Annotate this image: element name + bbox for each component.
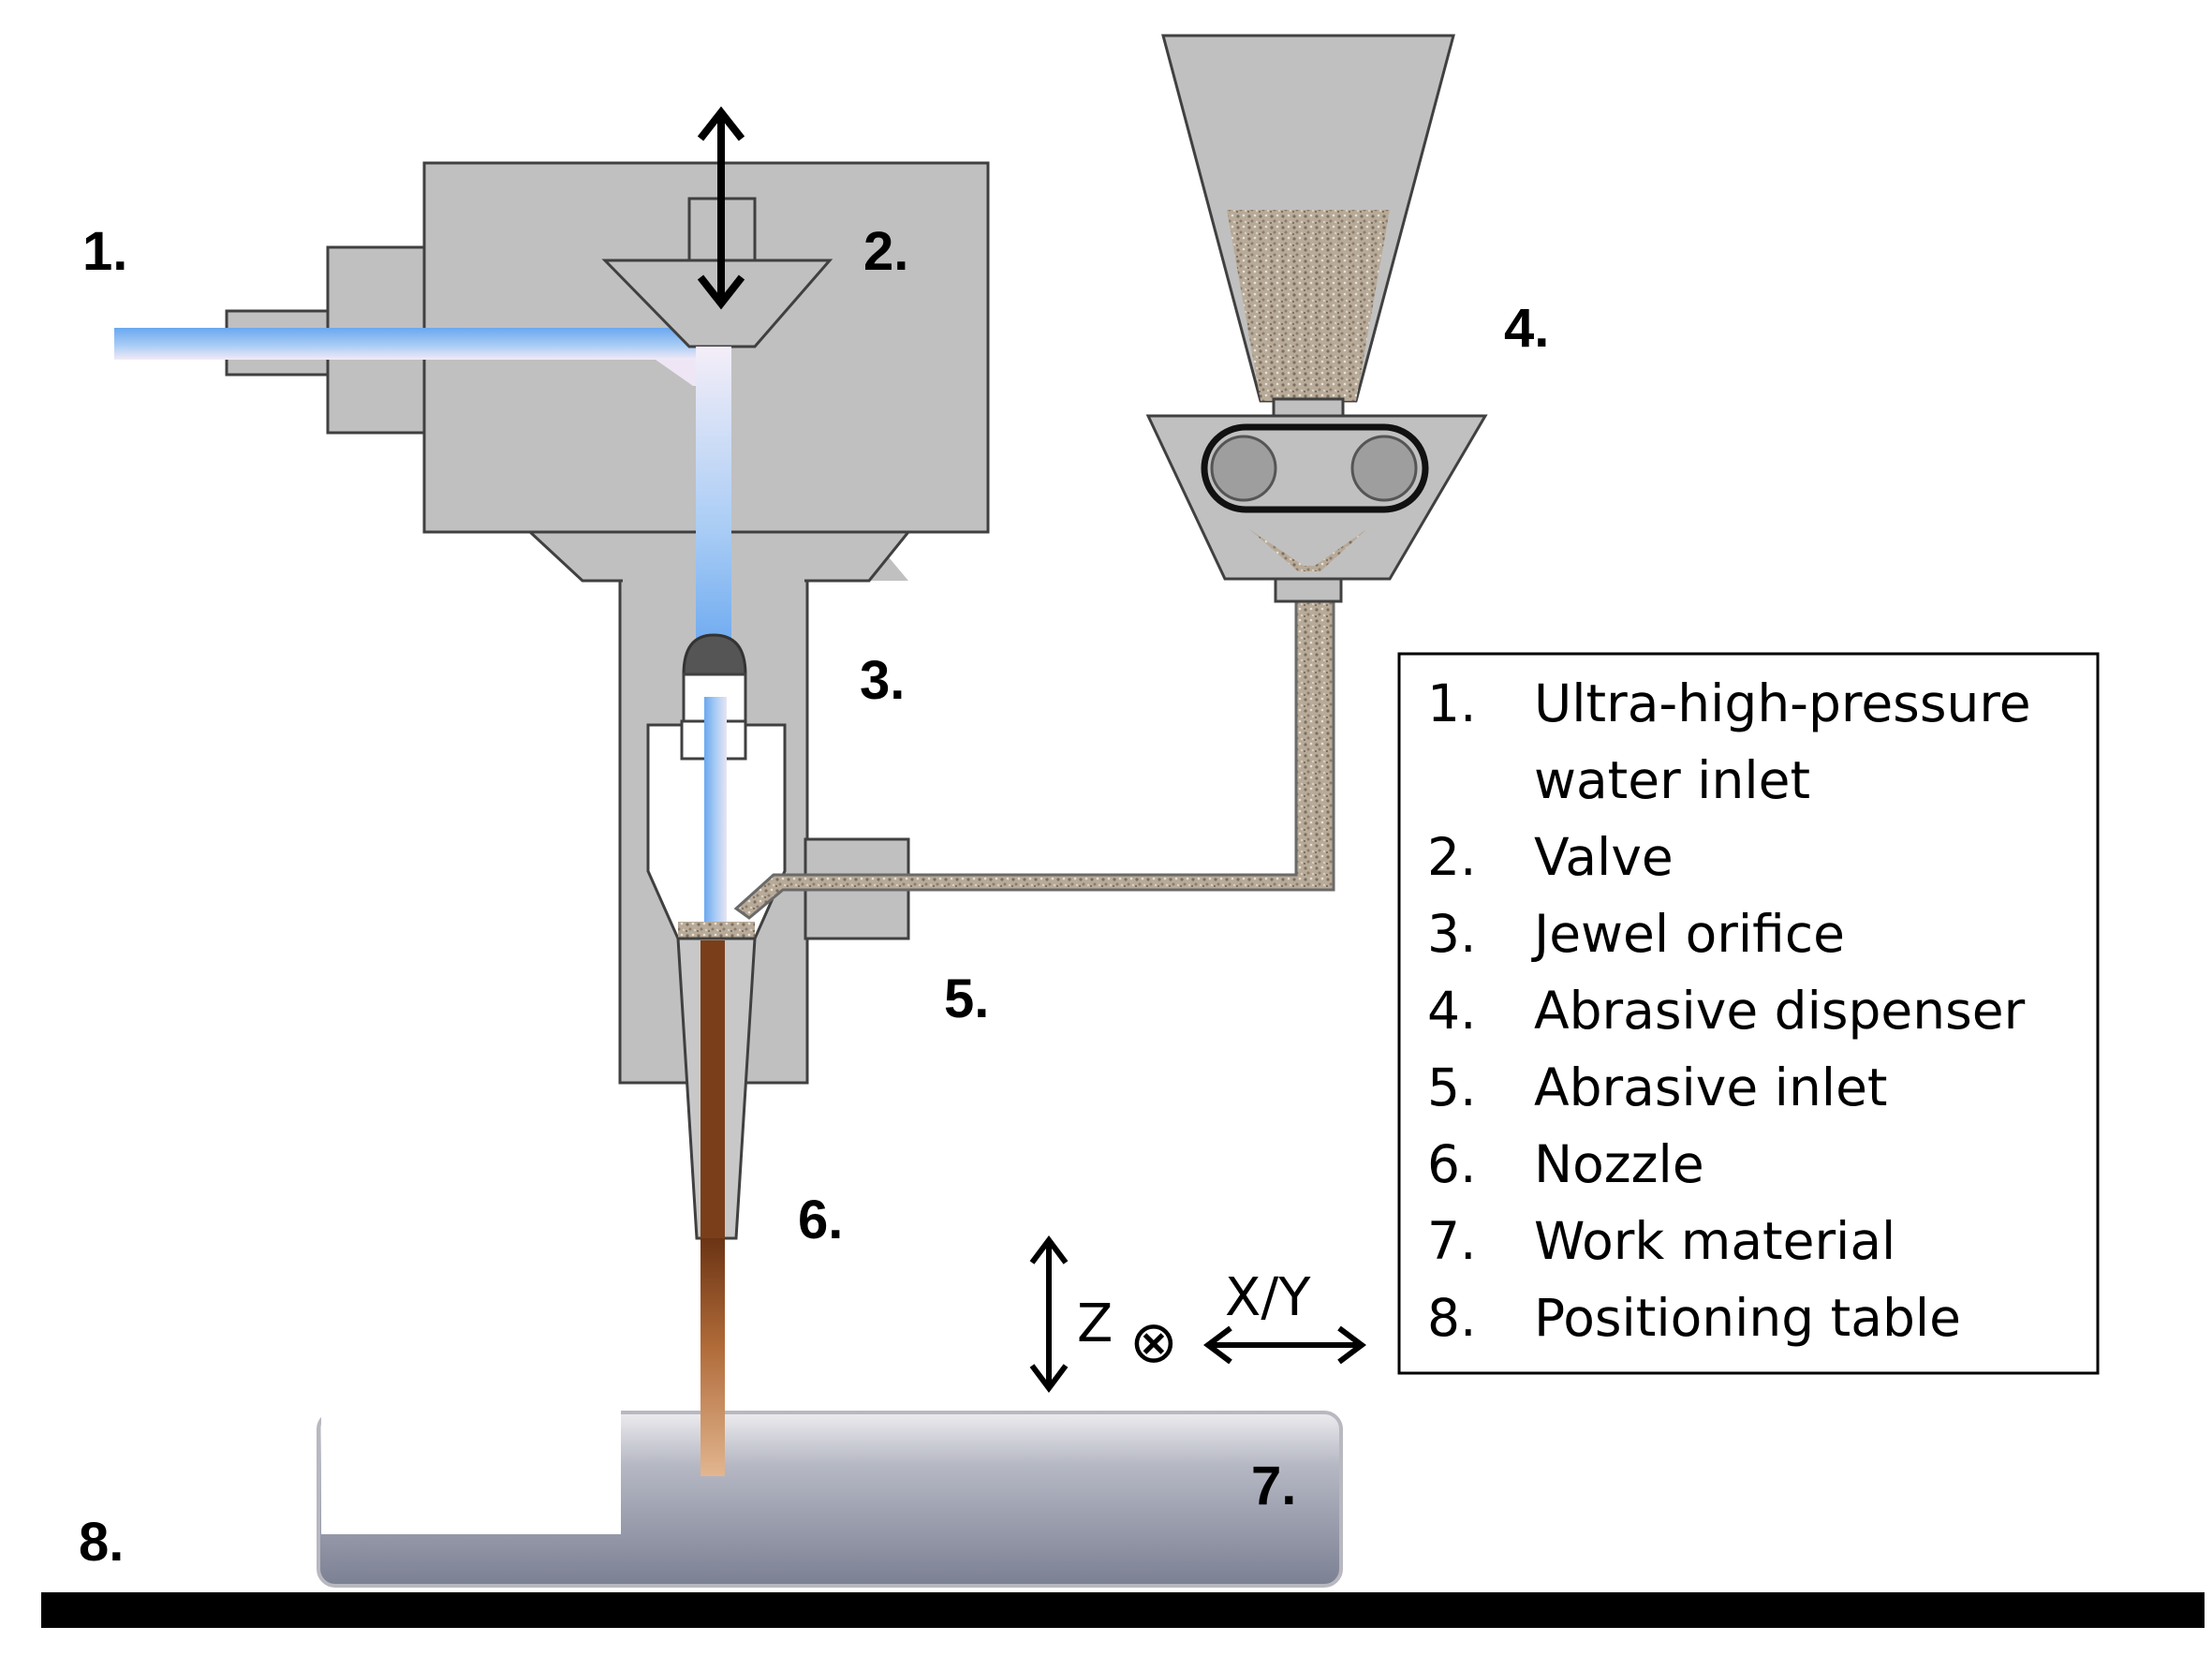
callout-3: 3. (860, 650, 905, 711)
legend-item-number: 8. (1427, 1288, 1476, 1348)
z-axis-arrow-icon (1029, 1235, 1069, 1393)
legend-item-number: 3. (1427, 904, 1476, 964)
base-bar (41, 1592, 2205, 1628)
legend-item-label: Abrasive dispenser (1534, 981, 2026, 1041)
legend-item-label: water inlet (1534, 750, 1810, 810)
legend-item-number: 5. (1427, 1057, 1476, 1117)
valve-housing (225, 161, 990, 1085)
callout-7: 7. (1251, 1456, 1296, 1516)
legend-item-number: 4. (1427, 981, 1476, 1041)
legend-item-label: Jewel orifice (1531, 904, 1845, 964)
callout-1: 1. (82, 221, 127, 282)
legend-item-label: Ultra-high-pressure (1534, 673, 2031, 733)
legend: 1. Ultra-high-pressure water inlet 2. Valve 3… (1397, 652, 2100, 1375)
callout-2: 2. (863, 221, 908, 282)
legend-item-number: 6. (1427, 1134, 1476, 1194)
legend-item-number: 2. (1427, 827, 1476, 887)
callout-8: 8. (79, 1512, 124, 1573)
abrasive-jet (700, 940, 725, 1476)
legend-item-label: Valve (1534, 827, 1674, 887)
callout-4: 4. (1504, 298, 1549, 359)
water-jet-vertical (696, 347, 731, 656)
callout-5: 5. (944, 968, 989, 1029)
callout-6: 6. (798, 1190, 843, 1250)
valve-motion-arrow-icon (697, 106, 745, 310)
xy-axis-label: X/Y (1225, 1267, 1311, 1328)
positioning-table (317, 1386, 1343, 1588)
legend-item-number: 7. (1427, 1211, 1476, 1271)
into-page-axis-icon: ⊗ (1129, 1308, 1178, 1376)
abrasive-dispenser (1145, 34, 1488, 581)
legend-item-number: 1. (1427, 673, 1476, 733)
xy-axis-arrow-icon (1203, 1325, 1366, 1365)
legend-item-label: Abrasive inlet (1534, 1057, 1887, 1117)
legend-box (1397, 652, 2100, 1375)
legend-item-label: Positioning table (1534, 1288, 1961, 1348)
z-axis-label: Z (1077, 1294, 1113, 1354)
water-jet-orifice (704, 697, 727, 922)
legend-item-label: Work material (1534, 1211, 1895, 1271)
legend-item-label: Nozzle (1534, 1134, 1704, 1194)
